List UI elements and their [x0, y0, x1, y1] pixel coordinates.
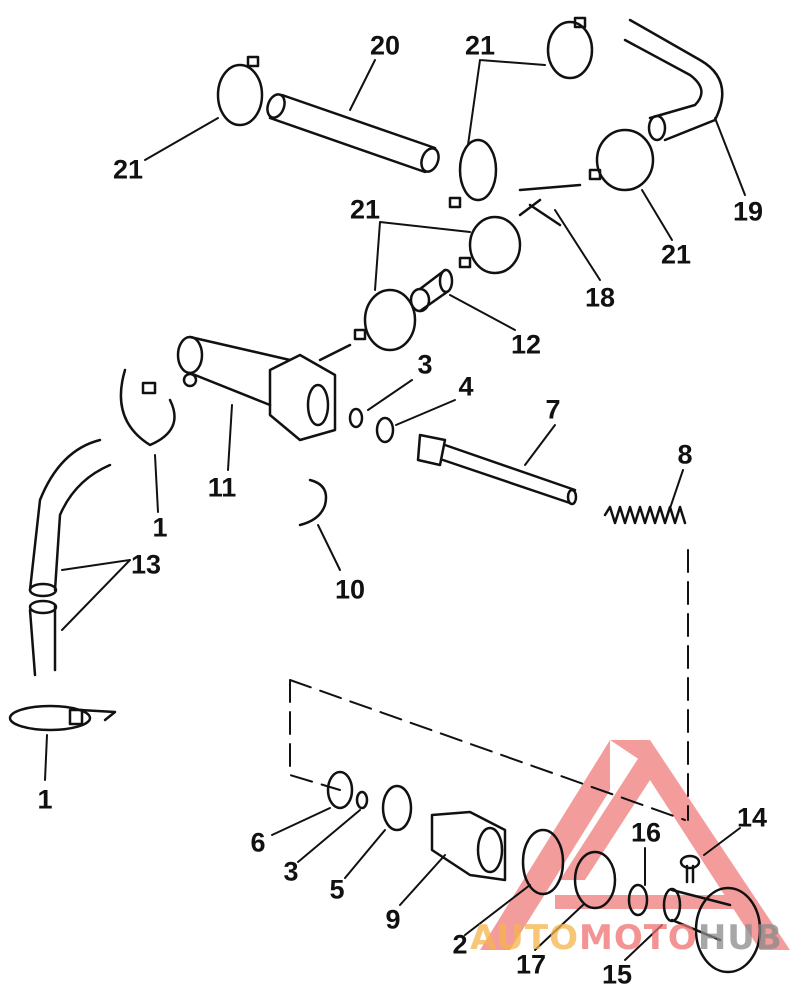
- callout-15: 15: [601, 959, 633, 990]
- watermark-auto: AUTO: [470, 918, 579, 958]
- washer-6: [326, 770, 354, 810]
- watermark-hub: HUB: [697, 918, 783, 958]
- callout-13: 13: [130, 549, 162, 580]
- plug-15: [662, 886, 762, 974]
- callout-21: 21: [349, 194, 381, 225]
- callout-5: 5: [329, 874, 345, 905]
- callout-3: 3: [417, 349, 433, 380]
- washer-2: [521, 828, 565, 896]
- fitting-9: [430, 810, 507, 882]
- callout-20: 20: [369, 30, 401, 61]
- o-ring-3-lower: [355, 790, 369, 810]
- nut-17: [573, 850, 617, 910]
- assembly-guide-line: [289, 549, 689, 821]
- callout-1: 1: [152, 512, 168, 543]
- callout-4: 4: [458, 371, 474, 402]
- callout-7: 7: [545, 394, 561, 425]
- callout-21: 21: [112, 154, 144, 185]
- callout-14: 14: [736, 802, 768, 833]
- callout-12: 12: [510, 329, 542, 360]
- shaft-7: [416, 433, 578, 506]
- o-ring-16: [627, 883, 649, 917]
- callout-10: 10: [334, 574, 366, 605]
- housing-11: [176, 335, 352, 442]
- retaining-ring-10: [298, 478, 328, 527]
- tee-fitting-18: [518, 183, 582, 227]
- spring-8: [603, 505, 687, 525]
- o-ring-3: [348, 407, 364, 429]
- o-ring-5: [381, 784, 413, 832]
- callout-19: 19: [732, 196, 764, 227]
- callout-6: 6: [250, 827, 266, 858]
- watermark-text: AUTOMOTOHUB: [470, 918, 783, 958]
- callout-9: 9: [385, 904, 401, 935]
- screw-14: [679, 854, 701, 884]
- o-ring-4: [375, 416, 395, 444]
- leader-lines: [44, 59, 746, 961]
- callout-3: 3: [283, 856, 299, 887]
- callout-1: 1: [37, 784, 53, 815]
- callout-11: 11: [207, 472, 237, 503]
- hose-20: [266, 93, 440, 174]
- clamp-1: [119, 368, 176, 447]
- callout-21: 21: [464, 30, 496, 61]
- callout-17: 17: [515, 949, 547, 980]
- watermark-moto: MOTO: [578, 918, 698, 958]
- callout-16: 16: [630, 817, 662, 848]
- sleeve-12: [409, 268, 454, 313]
- hose-13: [28, 438, 112, 677]
- clamp-21: [216, 16, 655, 352]
- callout-2: 2: [452, 929, 468, 960]
- hose-19: [623, 18, 724, 142]
- callout-8: 8: [677, 439, 693, 470]
- callout-21: 21: [660, 239, 692, 270]
- callout-18: 18: [584, 282, 616, 313]
- clamp-1-lower: [8, 704, 117, 732]
